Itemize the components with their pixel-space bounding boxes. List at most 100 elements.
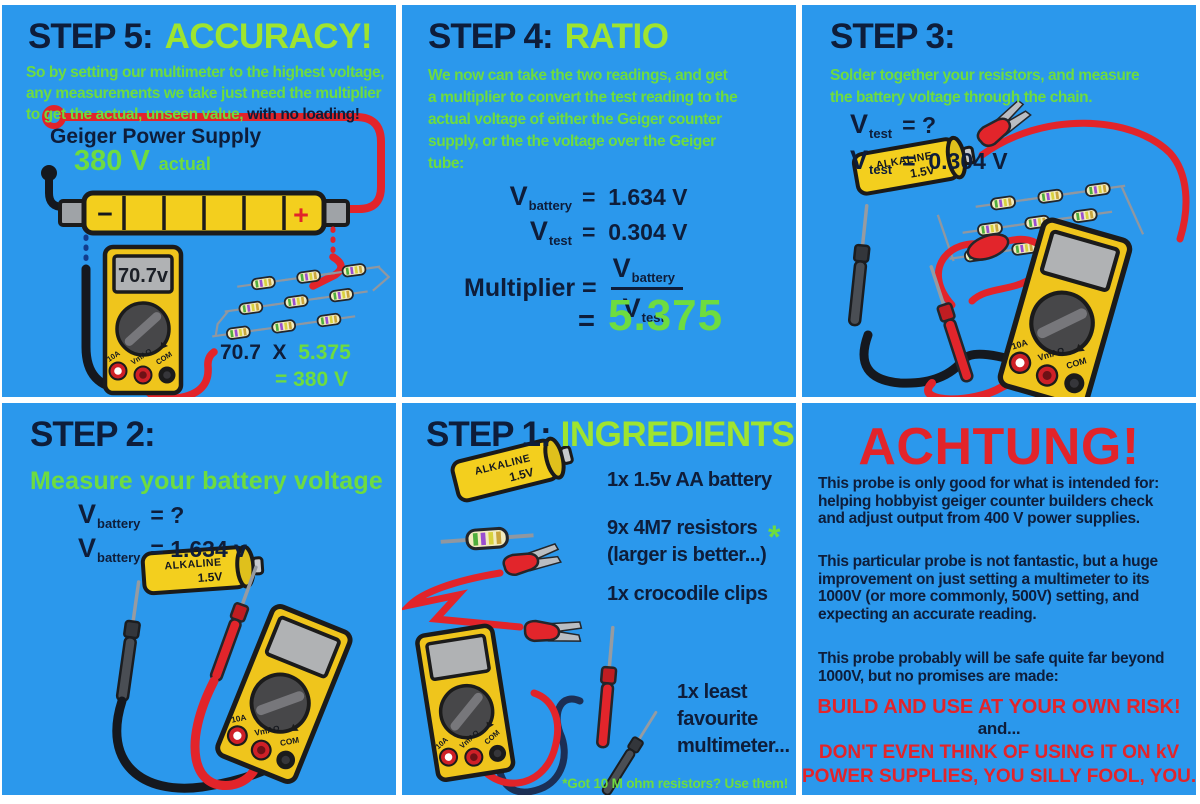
result-value: 5.375 [608, 291, 724, 340]
achtung-warning1: BUILD AND USE AT YOUR OWN RISK! [817, 696, 1181, 718]
step4-body-line1: We now can take the two readings, and ge… [428, 67, 728, 84]
resistor-chain-illustration [210, 260, 391, 343]
crocodile-clip-illustration [500, 542, 563, 578]
meter-jack-label-10a: 10A [434, 735, 451, 751]
achtung-and: and... [977, 719, 1021, 738]
multiplier-label: Multiplier = [464, 274, 597, 302]
red-clip-wire [978, 119, 1190, 243]
step5-body: So by setting our multimeter to the high… [26, 62, 385, 125]
panel-step1: ALKALINE 1.5V 10A VmAΩ COM STEP 1: INGRE… [402, 403, 796, 795]
red-hook-wire [309, 253, 345, 290]
panel-step4: STEP 4: RATIO We now can take the two re… [402, 5, 796, 397]
eq-vtest-answer: Vtest = 0.304 V [850, 145, 1008, 177]
supply-negative-terminal-icon [41, 165, 57, 181]
eq-vbattery-question: Vbattery = ? [78, 499, 185, 531]
result-equals: = [578, 305, 595, 337]
fraction: Vbattery Vtest [610, 253, 684, 325]
resistor-illustration [438, 524, 537, 554]
step4-title: STEP 4: [428, 17, 554, 56]
eq-vbattery-answer: Vbattery = 1.634 v [78, 533, 247, 565]
black-probe-wire [112, 696, 291, 793]
red-probe-illustration [206, 563, 265, 685]
step4-body-line5: tube: [428, 155, 464, 172]
step5-body-line3: to get the actual, unseen value, with no… [26, 106, 360, 123]
meter-jack-label-vmaohm: VmAΩ [458, 728, 481, 750]
battery-brand-label: ALKALINE [473, 452, 531, 477]
ingredient-battery: 1x 1.5v AA battery [607, 469, 772, 491]
ingredient-resistors-line1: 9x 4M7 resistors [607, 517, 758, 539]
meter-jack-label-10a: 10A [231, 713, 248, 725]
achtung-p2-line3: 1000V (or more commonly, 500V) setting, … [818, 588, 1140, 605]
panel-achtung: ACHTUNG! This probe is only good for wha… [802, 403, 1196, 795]
red-probe-illustration [922, 262, 977, 385]
meter-jack-label-10a: 10A [105, 348, 122, 363]
supply-voltage-row: 380 V actual [74, 145, 211, 178]
red-probe-wire [471, 689, 562, 787]
achtung-p3-line2: 1000V, but no promises are made: [818, 667, 1059, 685]
step5-title: STEP 5: [28, 17, 154, 56]
step1-title-accent: INGREDIENTS [560, 415, 795, 454]
battery-voltage-label: 1.5V [508, 465, 535, 485]
crocodile-lead-wire [402, 569, 524, 631]
ingredient-multimeter: 1x least favourite multimeter... [677, 679, 790, 760]
step2-subtitle: Measure your battery voltage [30, 467, 383, 495]
achtung-paragraph1: This probe is only good for what is inte… [818, 475, 1159, 528]
step4-body-line2: a multiplier to convert the test reading… [428, 89, 738, 106]
achtung-p3-line1: This probe probably will be safe quite f… [818, 650, 1165, 667]
red-squiggle-wire [935, 235, 1049, 309]
battery-pack-illustration: − + [58, 190, 350, 236]
panel-step3: ALKALINE 1.5V 10A VmAΩ COM STEP 3: Solde… [802, 5, 1196, 397]
ingredient-multimeter-line1: 1x least [677, 681, 748, 703]
step4-body-line4: supply, or the the voltage over the Geig… [428, 133, 716, 150]
crocodile-clip2-illustration [966, 233, 1010, 261]
step3-body-line2: the battery voltage through the chain. [830, 89, 1093, 106]
battery-voltage-label: 1.5V [197, 569, 223, 585]
achtung-paragraph2: This particular probe is not fantastic, … [818, 553, 1158, 623]
eq-vbattery: Vbattery = 1.634 V [509, 181, 688, 213]
multimeter-illustration: 10A VmAΩ COM [416, 625, 514, 781]
achtung-p1-line3: and adjust output from 400 V power suppl… [818, 510, 1140, 527]
step2-title: STEP 2: [30, 415, 156, 454]
step4-title-accent: RATIO [564, 17, 669, 56]
eq-vtest: Vtest = 0.304 V [529, 216, 688, 248]
multimeter-illustration: 10A VmAΩ COM [998, 218, 1132, 397]
eq-vtest-question: Vtest = ? [850, 109, 937, 141]
red-probe-wire [924, 371, 1051, 397]
achtung-paragraph3: This probe probably will be safe quite f… [818, 650, 1164, 685]
fraction-numerator: Vbattery [610, 253, 684, 290]
achtung-p2-line4: expecting an accurate reading. [818, 605, 1037, 623]
achtung-warning2-line1: DON'T EVEN THINK OF USING IT ON kV [818, 742, 1180, 763]
black-probe-wire [859, 330, 1075, 388]
resistor-footnote-star: * [768, 519, 781, 555]
red-probe-wire [190, 676, 266, 790]
meter-jack-label-com: COM [482, 728, 501, 746]
step5-body-line1: So by setting our multimeter to the high… [26, 64, 385, 81]
crocodile-clip2-illustration [522, 617, 584, 646]
black-wire-illustration [45, 173, 67, 211]
step5-body-line2: any measurements we take just need the m… [26, 85, 382, 102]
resistor-chain-illustration [936, 179, 1145, 266]
supply-name-label: Geiger Power Supply [50, 125, 262, 148]
multiplier-equation: Multiplier = Vbattery Vtest [464, 253, 684, 325]
step3-body-line1: Solder together your resistors, and meas… [830, 67, 1140, 84]
step4-body-line3: actual voltage of either the Geiger coun… [428, 111, 722, 128]
supply-voltage-suffix: actual [158, 154, 211, 174]
step3-title: STEP 3: [830, 17, 956, 56]
achtung-p1-line1: This probe is only good for what is inte… [818, 475, 1159, 492]
achtung-warning2: DON'T EVEN THINK OF USING IT ON kV POWER… [802, 741, 1196, 789]
fraction-denominator: Vtest [622, 293, 665, 325]
ingredient-clips: 1x crocodile clips [607, 583, 768, 605]
step2-circuit-illustration: ALKALINE 1.5V 10A VmAΩ COM [112, 543, 396, 793]
ingredient-resistors-line2: (larger is better...) [607, 544, 767, 566]
meter-jack-label-10a: 10A [1010, 337, 1029, 351]
battery-plus-label: + [293, 200, 309, 230]
step1-title: STEP 1: [426, 415, 552, 454]
achtung-p2-line2: improvement on just setting a multimeter… [818, 570, 1150, 588]
ingredient-multimeter-line3: multimeter... [677, 735, 790, 757]
calc-line2: = 380 V [275, 368, 348, 391]
panel-step2: ALKALINE 1.5V 10A VmAΩ COM STEP 2: Measu… [2, 403, 396, 795]
resistor-footnote: *Got 10 M ohm resistors? Use them! [562, 776, 788, 791]
black-probe-illustration [845, 203, 876, 328]
achtung-p1-line2: helping hobbyist geiger counter builders… [818, 492, 1154, 510]
